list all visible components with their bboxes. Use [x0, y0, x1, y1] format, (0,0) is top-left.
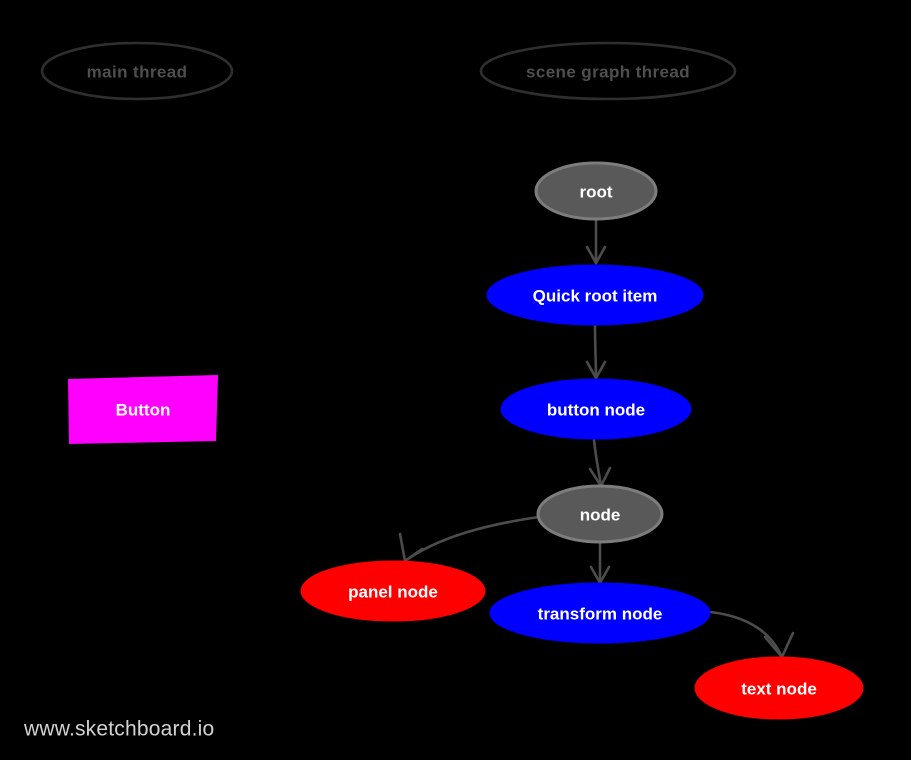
- edge-node-to-transform-node: [589, 541, 611, 585]
- node-button-label: Button: [116, 401, 171, 420]
- node-quick-root-item[interactable]: Quick root item: [486, 264, 704, 326]
- node-quick-root-item-label: Quick root item: [533, 287, 658, 306]
- node-button-node-shape: [500, 378, 692, 440]
- node-panel-node-shape: [300, 560, 486, 622]
- node-button[interactable]: Button: [67, 374, 219, 445]
- node-root[interactable]: root: [534, 161, 658, 221]
- node-button-shape: [67, 374, 219, 445]
- arrowhead-icon: [585, 245, 607, 265]
- node-node-shape: [536, 484, 664, 544]
- node-panel-node[interactable]: panel node: [300, 560, 486, 622]
- node-text-node-label: text node: [741, 680, 817, 699]
- edge-root-to-quick-root-item: [585, 218, 607, 265]
- arrowhead-icon: [585, 360, 607, 380]
- watermark: www.sketchboard.io: [23, 718, 214, 741]
- arrowhead-icon: [398, 532, 424, 563]
- swimlane-scene-graph-thread-label: scene graph thread: [526, 63, 690, 82]
- edge-button-node-to-node: [588, 438, 612, 488]
- swimlane-main-thread[interactable]: main thread: [40, 41, 234, 101]
- swimlane-main-thread-shape: [40, 41, 234, 101]
- node-node[interactable]: node: [536, 484, 664, 544]
- swimlane-scene-graph-thread[interactable]: scene graph thread: [479, 41, 737, 101]
- edge-line: [708, 610, 784, 659]
- edge-quick-root-item-to-button-node: [585, 324, 607, 380]
- node-root-shape: [534, 161, 658, 221]
- edge-line: [403, 515, 541, 563]
- node-transform-node-label: transform node: [538, 605, 663, 624]
- node-button-node[interactable]: button node: [500, 378, 692, 440]
- edge-transform-node-to-text-node: [708, 610, 795, 659]
- edge-line: [592, 438, 603, 488]
- node-button-node-label: button node: [547, 401, 645, 420]
- node-transform-node-shape: [489, 582, 711, 644]
- node-transform-node[interactable]: transform node: [489, 582, 711, 644]
- edge-line: [593, 324, 598, 380]
- node-node-label: node: [580, 506, 621, 525]
- swimlane-main-thread-label: main thread: [87, 63, 188, 82]
- node-quick-root-item-shape: [486, 264, 704, 326]
- node-root-label: root: [579, 183, 612, 202]
- edge-node-to-panel-node: [398, 515, 541, 563]
- swimlane-scene-graph-thread-shape: [479, 41, 737, 101]
- node-text-node-shape: [694, 656, 864, 720]
- node-panel-node-label: panel node: [348, 583, 438, 602]
- node-text-node[interactable]: text node: [694, 656, 864, 720]
